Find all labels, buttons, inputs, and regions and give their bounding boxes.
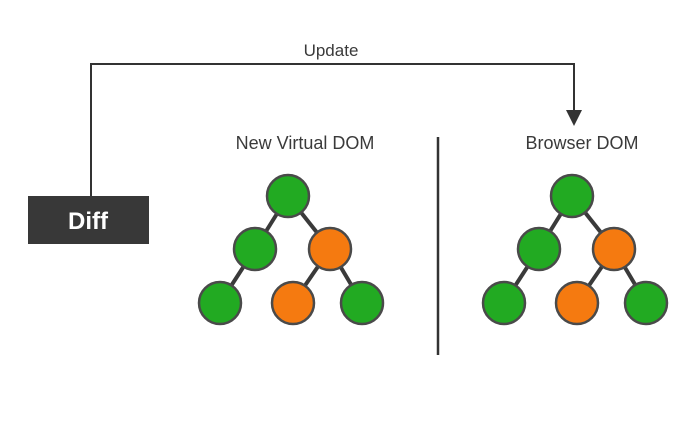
new-virtual-dom-node-root: [265, 173, 311, 219]
diff-box: Diff: [28, 196, 149, 244]
browser-dom-tree: [481, 173, 669, 326]
new-virtual-dom-node-right-leaf: [339, 280, 385, 326]
browser-dom-node-left: [516, 226, 562, 272]
browser-dom-node-root: [549, 173, 595, 219]
browser-dom-title: Browser DOM: [525, 133, 638, 153]
update-connector-line: [90, 63, 575, 196]
new-virtual-dom-node-left: [232, 226, 278, 272]
new-virtual-dom-title: New Virtual DOM: [236, 133, 375, 153]
browser-dom-node-left-leaf: [481, 280, 527, 326]
browser-dom-node-right-leaf: [623, 280, 669, 326]
update-arrowhead: [566, 110, 582, 126]
new-virtual-dom-node-right: [307, 226, 353, 272]
browser-dom-node-right: [591, 226, 637, 272]
update-label: Update: [304, 41, 359, 60]
browser-dom-node-mid-leaf: [554, 280, 600, 326]
new-virtual-dom-node-mid-leaf: [270, 280, 316, 326]
new-virtual-dom-node-left-leaf: [197, 280, 243, 326]
new-virtual-dom-tree: [197, 173, 385, 326]
diff-label: Diff: [68, 208, 109, 235]
